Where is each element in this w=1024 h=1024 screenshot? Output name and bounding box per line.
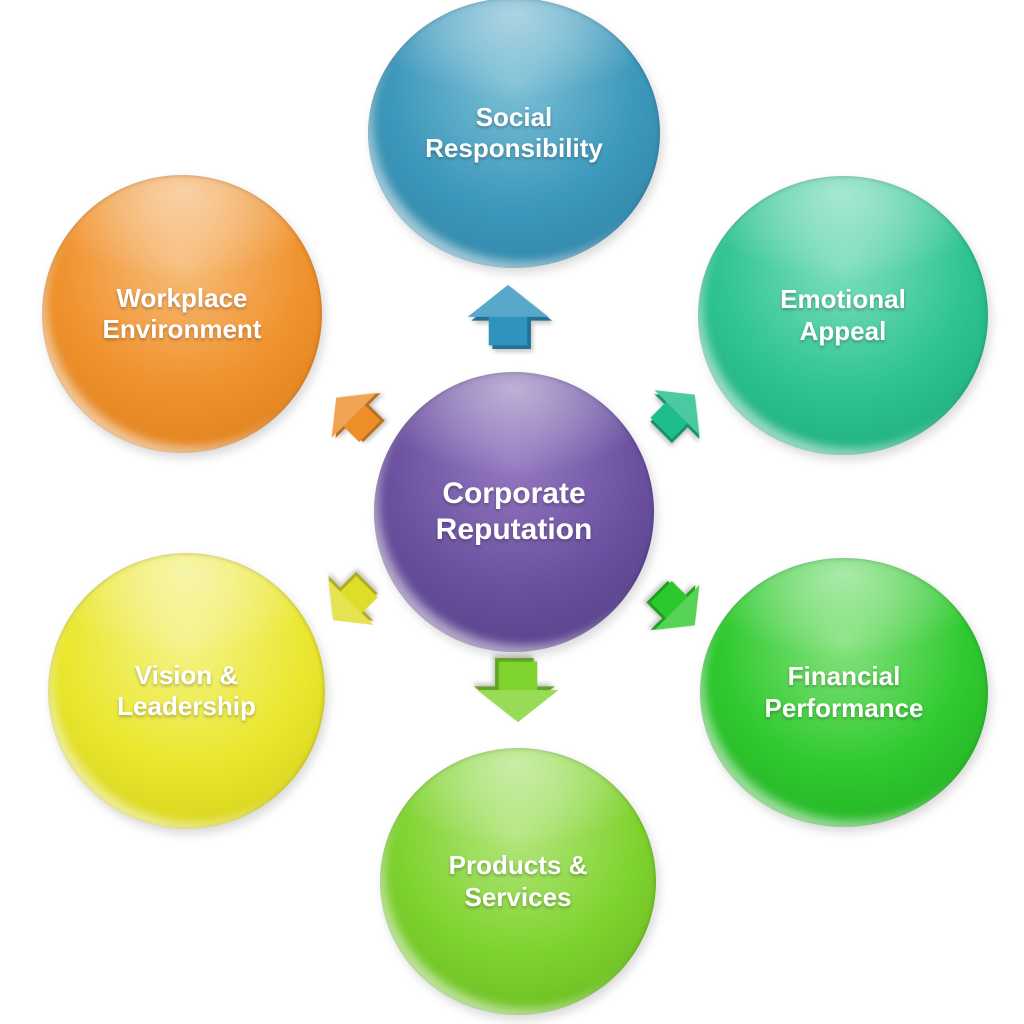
node-social-responsibility: Social Responsibility [368, 0, 660, 268]
arrow-up-right-icon [633, 367, 723, 457]
node-label-products-services: Products & Services [448, 850, 588, 912]
arrow-up-left-icon [309, 370, 399, 460]
node-label-emotional-appeal: Emotional Appeal [780, 284, 906, 346]
arrow-down-left-icon [306, 558, 396, 648]
node-financial-performance: Financial Performance [700, 558, 988, 827]
node-corporate-reputation: Corporate Reputation [374, 372, 654, 652]
node-label-financial-performance: Financial Performance [764, 661, 924, 723]
arrow-down-icon [470, 658, 566, 724]
node-vision-leadership: Vision & Leadership [48, 553, 325, 829]
node-workplace-environment: Workplace Environment [42, 175, 322, 453]
node-emotional-appeal: Emotional Appeal [698, 176, 988, 455]
node-label-corporate-reputation: Corporate Reputation [435, 477, 593, 546]
node-label-workplace-environment: Workplace Environment [102, 282, 262, 344]
arrow-down-right-icon [633, 563, 723, 653]
arrow-up-icon [460, 283, 556, 349]
node-products-services: Products & Services [380, 748, 656, 1015]
node-label-social-responsibility: Social Responsibility [425, 101, 603, 163]
node-label-vision-leadership: Vision & Leadership [117, 659, 256, 721]
